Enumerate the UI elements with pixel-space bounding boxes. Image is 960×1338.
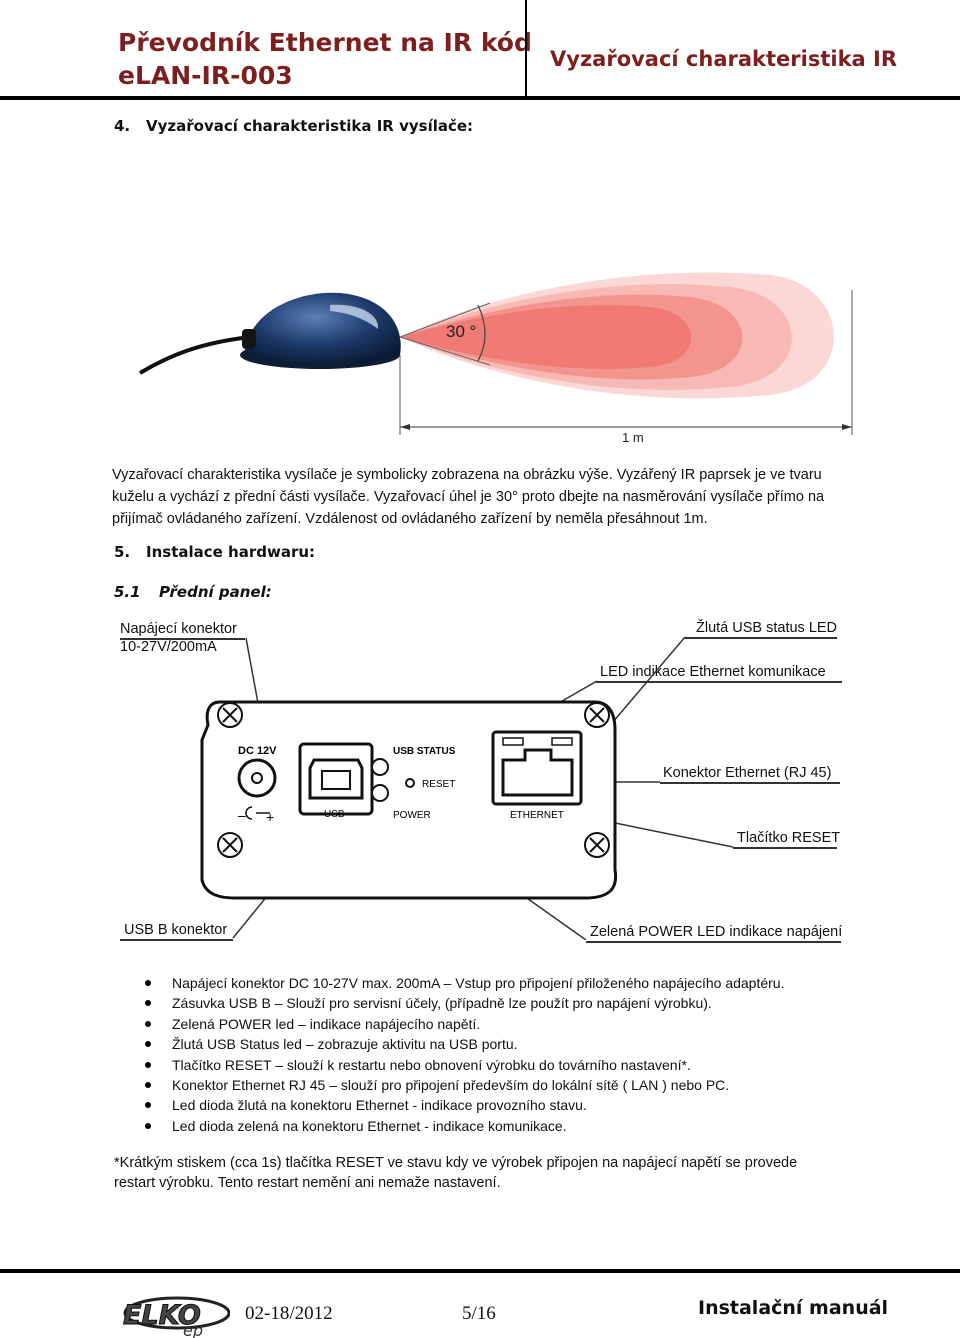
paragraph-line: kuželu a vychází z přední části vysílače… bbox=[112, 489, 825, 505]
list-item: Zelená POWER led – indikace napájecího n… bbox=[145, 1014, 785, 1034]
header-section-title: Vyzařovací charakteristika IR bbox=[550, 47, 898, 71]
front-panel-figure: DC 12V – + USB USB STATUS RESET POWER ET… bbox=[200, 636, 734, 940]
note-line: *Krátkým stiskem (cca 1s) tlačítka RESET… bbox=[114, 1155, 798, 1171]
paragraph-line: přijímač ovládaného zařízení. Vzdálenost… bbox=[112, 511, 708, 527]
dim-arrow-left bbox=[400, 424, 410, 430]
ethernet-label: ETHERNET bbox=[510, 810, 564, 821]
section-5-1-heading: 5.1 Přední panel: bbox=[114, 583, 272, 601]
underline bbox=[660, 782, 840, 784]
header-rule bbox=[0, 96, 960, 100]
underline bbox=[733, 847, 837, 849]
list-item: Led dioda zelená na konektoru Ethernet -… bbox=[145, 1116, 785, 1136]
underline bbox=[120, 939, 233, 941]
label-led-ethernet: LED indikace Ethernet komunikace bbox=[600, 664, 826, 680]
title-line-1: Převodník Ethernet na IR kód bbox=[118, 28, 532, 57]
description-paragraph: Vyzařovací charakteristika vysílače je s… bbox=[112, 464, 847, 530]
screw-icon bbox=[217, 702, 243, 728]
polarity-minus: – bbox=[238, 807, 246, 823]
list-item: Tlačítko RESET – slouží k restartu nebo … bbox=[145, 1055, 785, 1075]
usb-label: USB bbox=[324, 809, 345, 820]
reset-label: RESET bbox=[422, 779, 455, 790]
title-line-2: eLAN-IR-003 bbox=[118, 61, 293, 90]
label-power-connector: Napájecí konektor 10-27V/200mA bbox=[120, 620, 237, 656]
label-reset-button: Tlačítko RESET bbox=[737, 830, 841, 846]
dc-label: DC 12V bbox=[238, 745, 277, 757]
section-title: Instalace hardwaru: bbox=[146, 543, 316, 561]
list-item: Žlutá USB Status led – zobrazuje aktivit… bbox=[145, 1034, 785, 1054]
label-green-power: Zelená POWER LED indikace napájení bbox=[590, 924, 843, 940]
section-title: Přední panel: bbox=[159, 583, 272, 601]
power-led bbox=[371, 784, 389, 802]
svg-text:ep: ep bbox=[183, 1321, 203, 1338]
angle-line-lower bbox=[399, 336, 491, 366]
list-item: Zásuvka USB B – Slouží pro servisní účel… bbox=[145, 993, 785, 1013]
screw-icon bbox=[584, 702, 610, 728]
footer-rule bbox=[0, 1269, 960, 1273]
polarity-plus: + bbox=[266, 809, 274, 825]
ethernet-led-right bbox=[551, 737, 573, 746]
device-cable-strain bbox=[242, 329, 256, 349]
section-number: 4. bbox=[114, 117, 131, 135]
power-label: POWER bbox=[393, 810, 431, 821]
ethernet-led-left bbox=[502, 737, 524, 746]
page-number: 5/16 bbox=[462, 1303, 496, 1324]
distance-label: 1 m bbox=[622, 430, 644, 445]
section-5-heading: 5. Instalace hardwaru: bbox=[114, 543, 315, 561]
header-divider bbox=[525, 0, 527, 97]
list-item: Konektor Ethernet RJ 45 – slouží pro při… bbox=[145, 1075, 785, 1095]
usb-status-led bbox=[371, 758, 389, 776]
rj45-socket bbox=[501, 748, 574, 797]
label-rj45: Konektor Ethernet (RJ 45) bbox=[663, 765, 832, 781]
svg-text:ELKO: ELKO bbox=[123, 1300, 201, 1331]
reset-note: *Krátkým stiskem (cca 1s) tlačítka RESET… bbox=[114, 1153, 844, 1193]
list-item: Led dioda žlutá na konektoru Ethernet - … bbox=[145, 1095, 785, 1115]
label-usb-b: USB B konektor bbox=[124, 922, 228, 938]
label-text: 10-27V/200mA bbox=[120, 639, 217, 655]
angle-arc bbox=[477, 304, 486, 362]
document-title: Převodník Ethernet na IR kód eLAN-IR-003 bbox=[118, 26, 532, 92]
polarity-symbol bbox=[245, 806, 270, 820]
section-number: 5.1 bbox=[114, 583, 141, 601]
label-yellow-usb-led: Žlutá USB status LED bbox=[696, 620, 838, 636]
section-4-heading: 4. Vyzařovací charakteristika IR vysílače… bbox=[114, 117, 473, 135]
underline bbox=[596, 681, 842, 683]
section-number: 5. bbox=[114, 543, 131, 561]
underline bbox=[685, 637, 837, 639]
device-highlight bbox=[330, 304, 379, 329]
angle-label: 30 ° bbox=[446, 322, 476, 341]
elko-logo: ELKO ep bbox=[123, 1296, 230, 1338]
list-item: Napájecí konektor DC 10-27V max. 200mA –… bbox=[145, 973, 785, 993]
angle-line-upper bbox=[399, 302, 491, 338]
note-line: restart výrobku. Tento restart nemění an… bbox=[114, 1175, 501, 1191]
screw-icon bbox=[584, 832, 610, 858]
beam-core bbox=[400, 305, 692, 369]
paragraph-line: Vyzařovací charakteristika vysílače je s… bbox=[112, 467, 822, 483]
reset-button bbox=[405, 778, 415, 788]
label-text: Napájecí konektor bbox=[120, 621, 237, 637]
underline bbox=[120, 638, 245, 640]
screw-icon bbox=[217, 832, 243, 858]
dc-jack-pin bbox=[251, 772, 263, 784]
footer-manual-title: Instalační manuál bbox=[698, 1297, 889, 1319]
section-title: Vyzařovací charakteristika IR vysílače: bbox=[146, 117, 474, 135]
dim-arrow-right bbox=[842, 424, 852, 430]
footer-date: 02-18/2012 bbox=[245, 1303, 333, 1324]
feature-list: Napájecí konektor DC 10-27V max. 200mA –… bbox=[145, 973, 785, 1136]
usb-status-label: USB STATUS bbox=[393, 746, 456, 757]
cable bbox=[138, 335, 251, 375]
ir-beam-figure: 30 ° 1 m bbox=[138, 272, 853, 445]
underline bbox=[586, 941, 841, 943]
